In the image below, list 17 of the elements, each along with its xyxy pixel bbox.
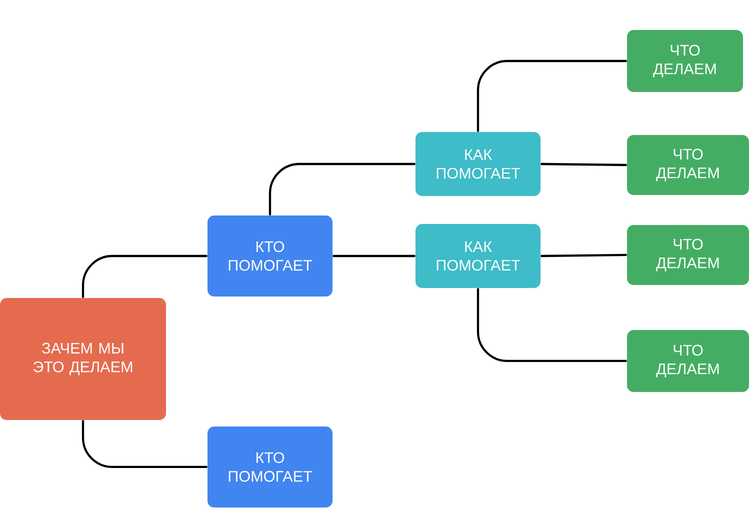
helper-box: КТО ПОМОГАЕТ — [208, 216, 332, 296]
method-box: КАК ПОМОГАЕТ — [416, 132, 540, 196]
action-box: ЧТО ДЕЛАЕМ — [627, 330, 749, 392]
connector-line — [268, 162, 416, 216]
action-box: ЧТО ДЕЛАЕМ — [627, 30, 743, 92]
connector-line — [540, 162, 627, 166]
method-box: КАК ПОМОГАЕТ — [416, 224, 540, 288]
action-box: ЧТО ДЕЛАЕМ — [627, 225, 749, 285]
connector-line — [82, 420, 208, 468]
connector-line — [540, 254, 627, 258]
goal-box: ЗАЧЕМ МЫ ЭТО ДЕЛАЕМ — [0, 298, 166, 420]
connector-line — [476, 288, 627, 362]
action-box: ЧТО ДЕЛАЕМ — [627, 135, 749, 195]
connector-line — [476, 60, 627, 132]
connector-line — [332, 254, 416, 258]
connector-line — [82, 254, 208, 298]
helper-box: КТО ПОМОГАЕТ — [208, 426, 332, 508]
